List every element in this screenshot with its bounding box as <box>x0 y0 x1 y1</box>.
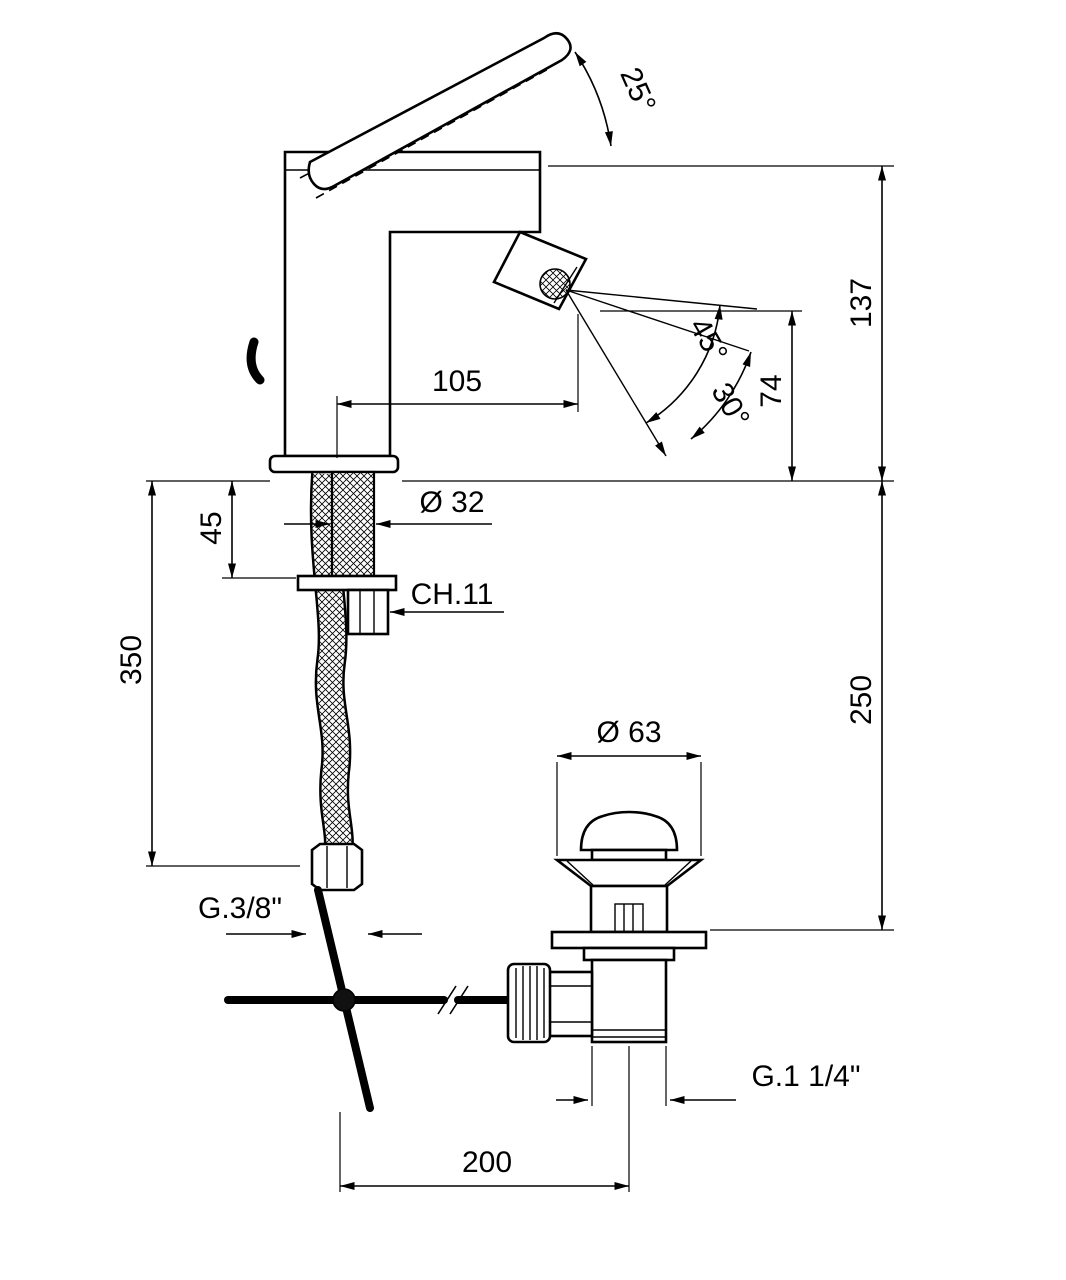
waste-tailpiece <box>590 958 668 1044</box>
lever-handle <box>307 31 572 191</box>
label-waste-height: 250 <box>845 675 878 725</box>
label-waste-offset: 200 <box>462 1146 512 1179</box>
waste-upper-body <box>589 884 669 934</box>
waste-cap <box>579 810 679 852</box>
pivot-ball <box>332 988 356 1012</box>
waste-locking-ring <box>550 930 708 950</box>
dim-waste-offset: 200 <box>339 1046 630 1192</box>
waste-side-inlet <box>546 970 594 1038</box>
waste-flange <box>553 858 705 888</box>
flexible-hose <box>309 472 354 857</box>
dim-lever-angle: 25° <box>574 51 662 147</box>
label-lever-angle: 25° <box>613 63 662 118</box>
installation <box>296 470 398 892</box>
label-hose-length: 350 <box>115 635 148 685</box>
dim-waste-height: 250 <box>710 481 894 931</box>
spout <box>492 230 588 311</box>
dim-jet-height: 74 <box>600 310 802 481</box>
label-waste-thread: G.1 1/4" <box>751 1060 860 1093</box>
knurled-nut <box>506 962 552 1044</box>
dim-shank-diameter: Ø 32 <box>284 486 492 528</box>
label-jet-angle-30: 30° <box>705 377 756 433</box>
mounting-washer <box>296 574 398 592</box>
rod-break-marks <box>437 985 469 1015</box>
threaded-shank <box>330 470 376 578</box>
label-hose-thread: G.3/8" <box>198 892 282 925</box>
label-deck-thickness: 45 <box>195 511 228 544</box>
dim-waste-thread: G.1 1/4" <box>556 1046 861 1106</box>
label-spout-reach: 105 <box>432 365 482 398</box>
dim-hose-thread: G.3/8" <box>198 892 422 938</box>
waste-cap-step <box>590 848 668 862</box>
label-overall-height: 137 <box>845 278 878 328</box>
faucet-body <box>283 150 542 458</box>
base-plate <box>268 454 400 474</box>
pull-rod-knob <box>246 337 265 385</box>
dim-deck-thickness: 45 <box>195 481 296 579</box>
dim-wrench-size: CH.11 <box>390 578 504 616</box>
label-waste-flange-diameter: Ø 63 <box>596 716 661 749</box>
waste-body-step <box>582 946 676 962</box>
hose-nut <box>310 842 364 892</box>
dim-waste-flange-diameter: Ø 63 <box>556 716 702 856</box>
faucet <box>246 31 758 474</box>
pop-up-waste <box>506 810 708 1044</box>
dim-overall-height: 137 <box>845 166 886 481</box>
label-jet-height: 74 <box>755 374 788 407</box>
aerator-icon <box>539 268 571 300</box>
dim-hose-length: 350 <box>115 481 300 867</box>
label-shank-diameter: Ø 32 <box>419 486 484 519</box>
shank-nut <box>346 588 390 636</box>
label-jet-angle-45: 45° <box>683 312 734 368</box>
label-wrench-size: CH.11 <box>411 578 494 611</box>
dim-spout-reach: 105 <box>336 314 579 458</box>
lift-rod-linkage <box>224 886 520 1112</box>
